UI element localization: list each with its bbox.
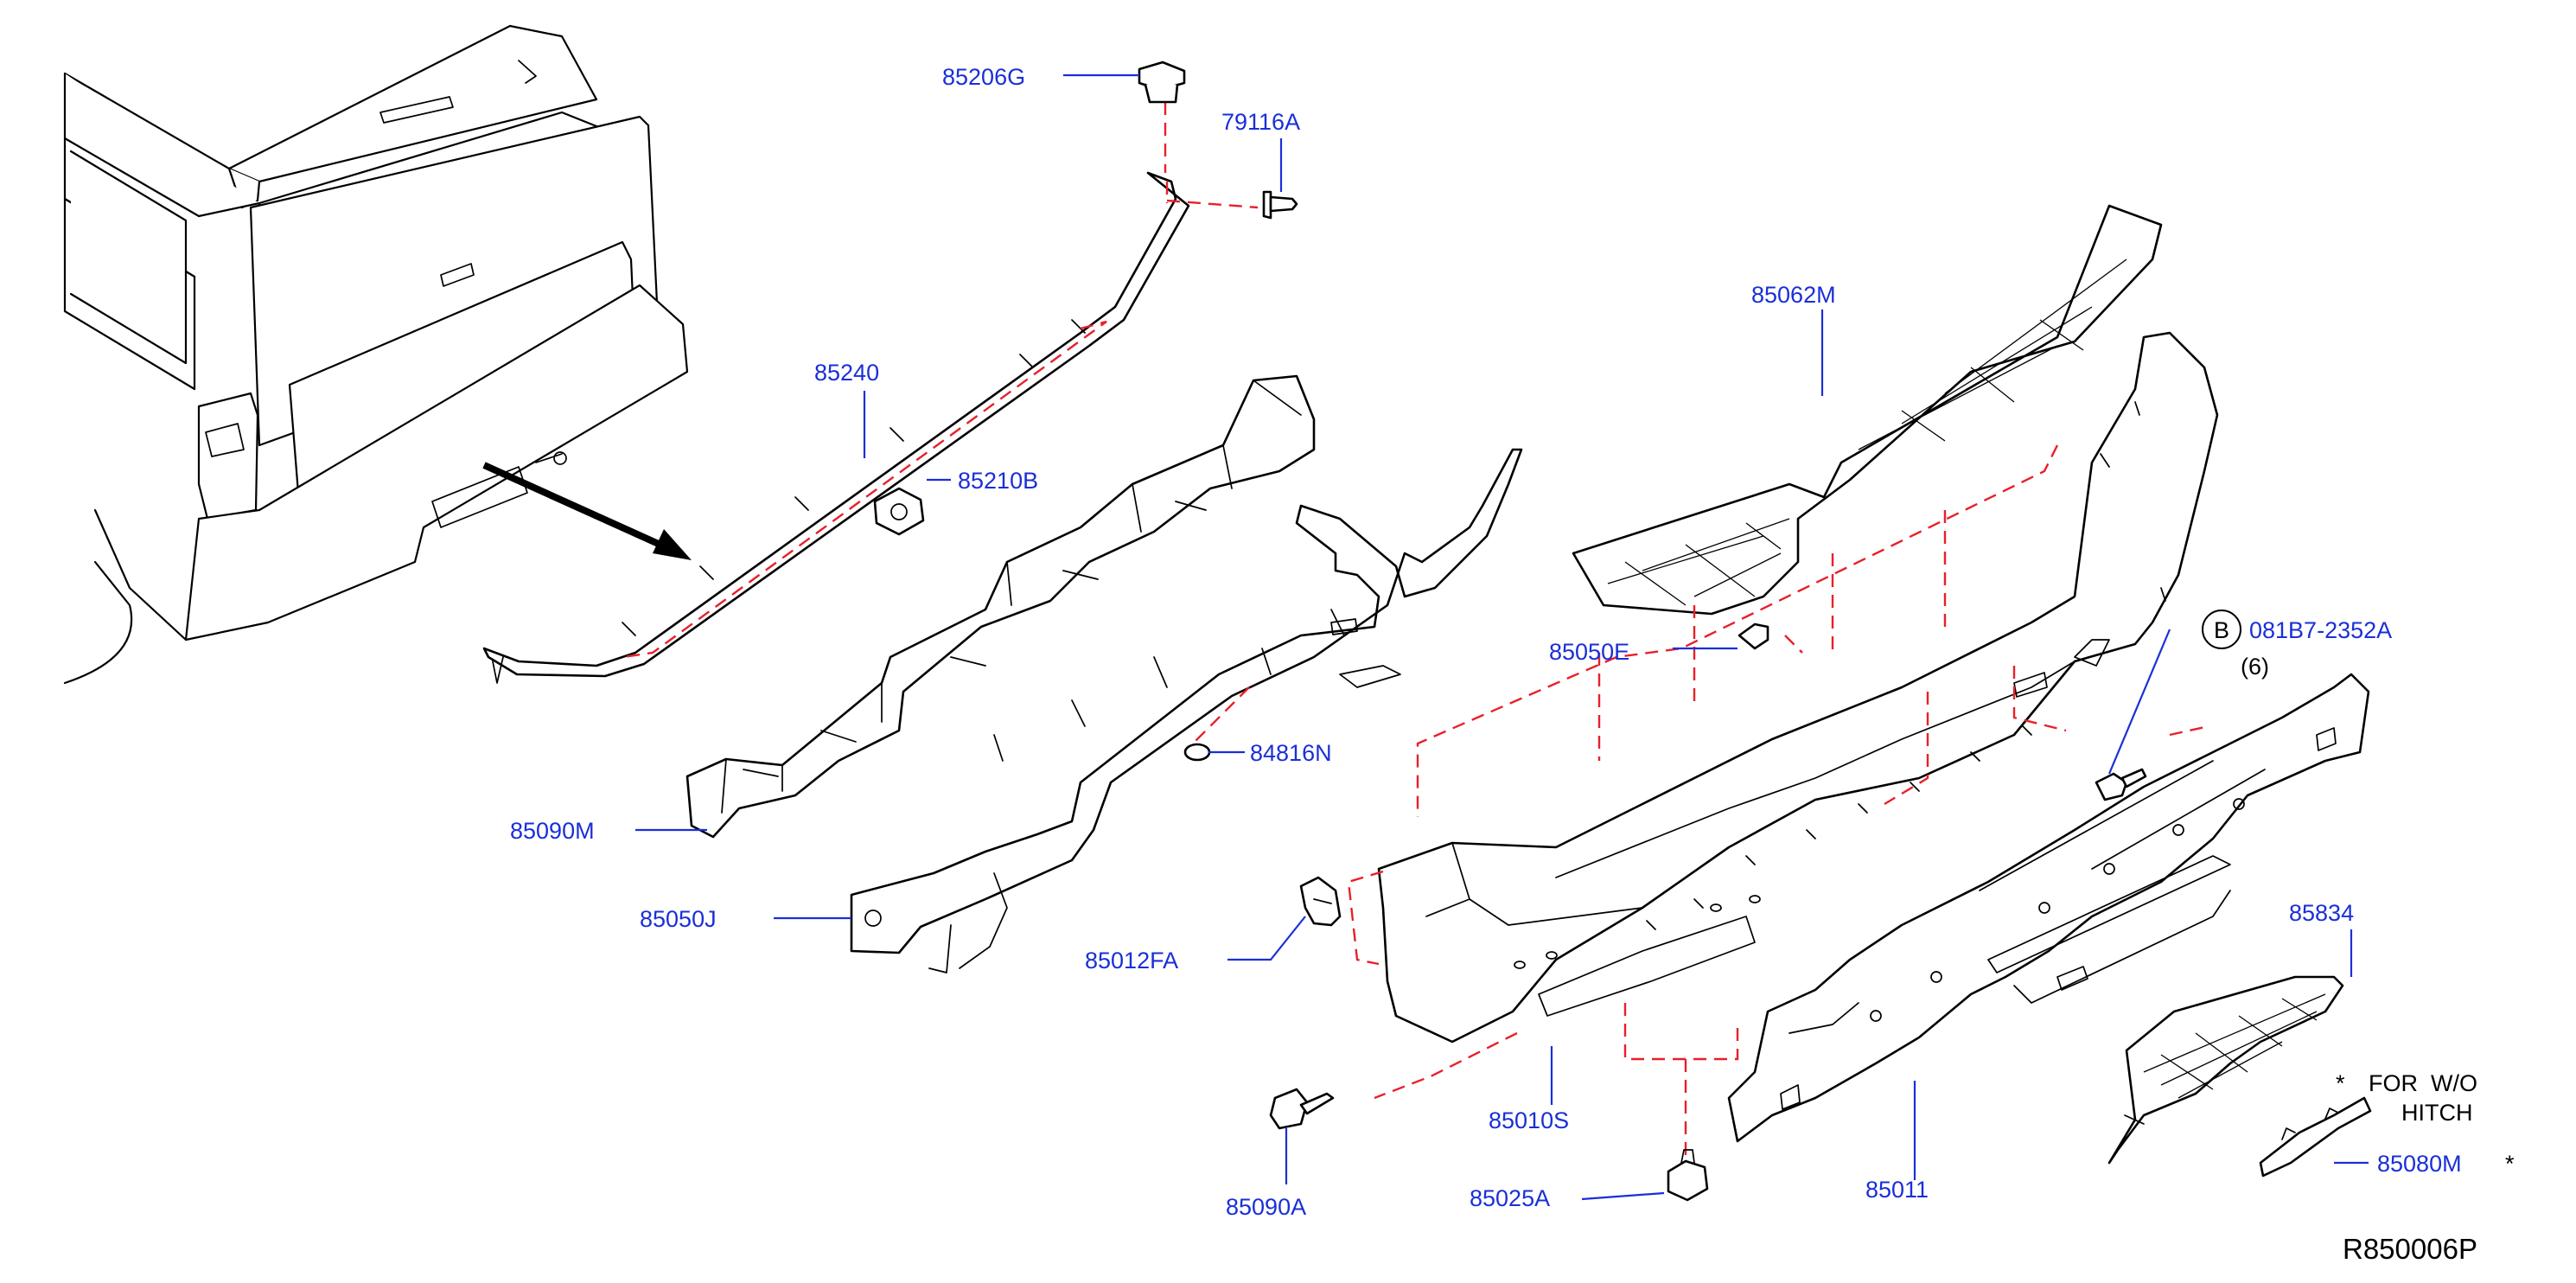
part-081B7-2352A-bolt[interactable] — [2095, 768, 2147, 801]
part-85010S-fascia[interactable] — [1377, 331, 2219, 1044]
bolt-callout-b: B — [2202, 610, 2241, 649]
label-85080M-asterisk: * — [2505, 1151, 2515, 1177]
label-85240: 85240 — [814, 360, 879, 386]
part-84816N-washer[interactable] — [1183, 743, 1211, 762]
leader-lines — [635, 73, 2369, 1201]
part-labels: 85206G 79116A 85240 85210B 85062M 85050E… — [510, 64, 2515, 1220]
part-79116A-rivet[interactable] — [1262, 190, 1298, 220]
part-85080M-cover[interactable] — [2259, 1096, 2372, 1178]
label-85025A: 85025A — [1470, 1185, 1550, 1211]
part-85025A-clip[interactable] — [1667, 1149, 1709, 1202]
part-85210B-nut[interactable] — [873, 487, 925, 536]
part-85090M-absorber[interactable] — [685, 374, 1316, 839]
note-line-1: FOR W/O — [2369, 1070, 2477, 1096]
exploded-view-arrow — [482, 462, 692, 560]
bolt-quantity: (6) — [2241, 654, 2269, 680]
label-85834: 85834 — [2289, 900, 2354, 926]
label-85080M: 85080M — [2377, 1151, 2462, 1177]
part-85062M-step-pad[interactable] — [1572, 204, 2163, 616]
label-85210B: 85210B — [958, 468, 1038, 494]
part-85050J-bracket[interactable] — [850, 448, 1523, 973]
label-85050J: 85050J — [640, 906, 717, 932]
label-85012FA: 85012FA — [1085, 948, 1178, 973]
part-85011-bumper-reinforcement[interactable] — [1727, 673, 2370, 1143]
label-85011: 85011 — [1865, 1177, 1929, 1203]
label-85090M: 85090M — [510, 818, 595, 844]
vehicle-rear-illustration — [63, 24, 689, 685]
part-85834-step-grille[interactable] — [2107, 975, 2344, 1165]
note-line-2: HITCH — [2401, 1100, 2473, 1126]
part-85240-strip[interactable] — [482, 171, 1190, 684]
label-85062M: 85062M — [1751, 282, 1836, 308]
part-85206G-clip[interactable] — [1138, 61, 1186, 104]
label-85010S: 85010S — [1489, 1107, 1569, 1133]
label-79116A: 79116A — [1221, 109, 1300, 135]
hitch-note: * FOR W/O HITCH — [2336, 1070, 2477, 1126]
label-081B7-2352A: 081B7-2352A — [2249, 617, 2392, 643]
part-85090A-screw[interactable] — [1269, 1088, 1335, 1130]
note-asterisk: * — [2336, 1070, 2345, 1096]
callout-b-letter: B — [2214, 617, 2229, 643]
label-85090A: 85090A — [1226, 1194, 1306, 1220]
part-85012FA-clip[interactable] — [1299, 876, 1342, 927]
label-84816N: 84816N — [1250, 740, 1332, 766]
label-85206G: 85206G — [942, 64, 1025, 90]
part-85050E-clip[interactable] — [1738, 622, 1769, 650]
reference-code: R850006P — [2343, 1233, 2477, 1265]
label-85050E: 85050E — [1549, 639, 1629, 665]
